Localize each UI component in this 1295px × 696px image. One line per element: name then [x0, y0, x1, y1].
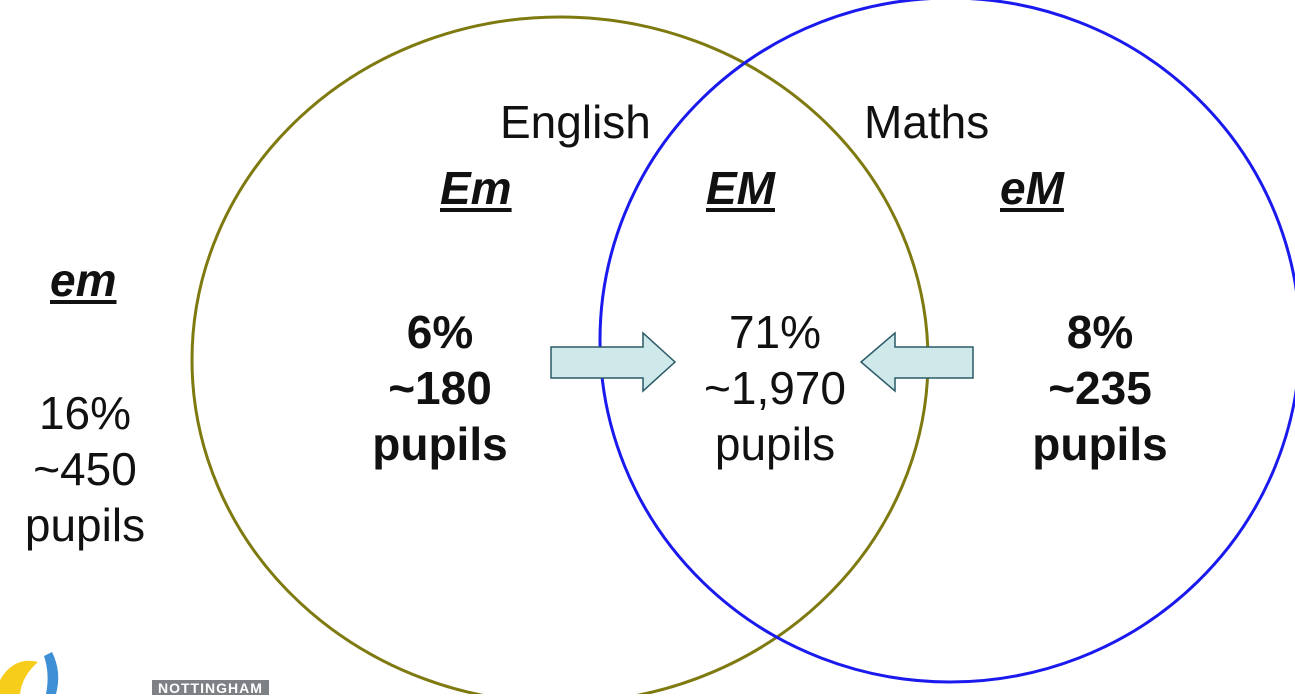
Em-count: ~180	[388, 362, 492, 414]
EM-count: ~1,970	[704, 362, 846, 414]
arrow-right	[550, 331, 677, 393]
eM-code: eM	[1000, 162, 1064, 214]
em-percent: 16%	[38, 387, 132, 439]
Em-stat: 6% ~180 pupils	[345, 304, 535, 472]
Em-unit: pupils	[372, 418, 508, 470]
EM-stat: 71% ~1,970 pupils	[690, 304, 860, 472]
arrow-left	[859, 331, 974, 393]
eM-count: ~235	[1048, 362, 1152, 414]
eM-unit: pupils	[1032, 418, 1168, 470]
EM-code: EM	[706, 162, 775, 214]
em-count: ~450	[33, 443, 137, 495]
english-label: English	[500, 96, 651, 148]
em-stat: 16% ~450 pupils	[10, 385, 160, 553]
maths-circle	[598, 0, 1295, 684]
Em-percent: 6%	[406, 306, 474, 358]
logo-text: NOTTINGHAM	[152, 680, 269, 695]
EM-percent: 71%	[728, 306, 822, 358]
Em-code: Em	[440, 162, 512, 214]
maths-label: Maths	[864, 96, 990, 148]
logo-mark	[0, 652, 59, 694]
EM-unit: pupils	[714, 418, 836, 470]
em-unit: pupils	[24, 499, 146, 551]
eM-percent: 8%	[1066, 306, 1134, 358]
eM-stat: 8% ~235 pupils	[1005, 304, 1195, 472]
em-code: em	[50, 254, 117, 306]
